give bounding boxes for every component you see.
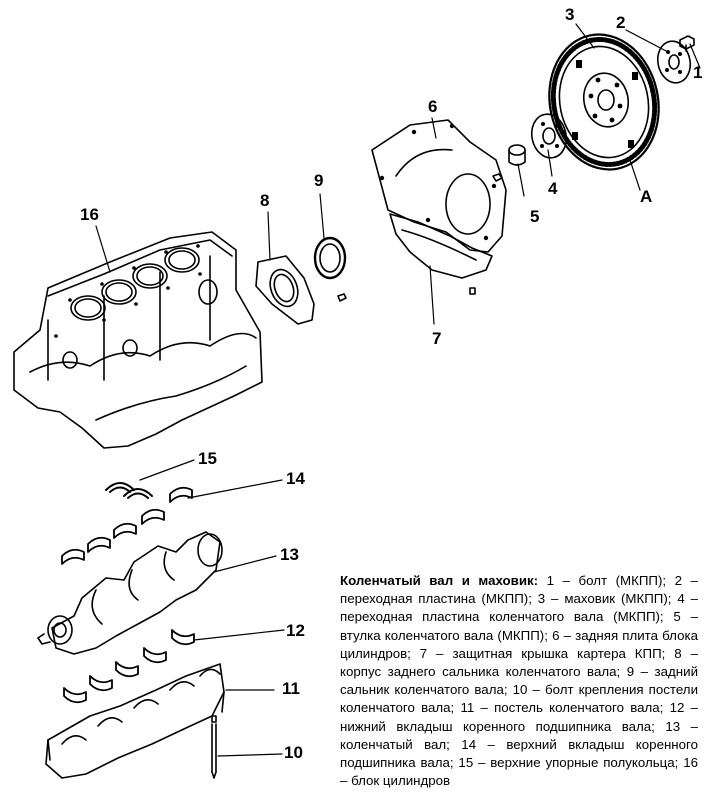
callout-15: 15 [198,449,217,468]
crankshaft [37,531,223,655]
callout-12: 12 [286,621,305,640]
leader-lines [95,23,701,757]
thrust-half-rings [105,482,153,499]
callout-2: 2 [616,13,626,32]
callout-4: 4 [548,179,558,198]
callout-13: 13 [280,545,299,564]
cylinder-block [13,231,263,449]
callout-11: 11 [282,679,300,698]
flywheel-bolt [679,35,695,52]
rear-oil-seal [313,236,347,280]
lower-bearing-shells [63,629,195,704]
adapter-plate [656,40,692,84]
callout-8: 8 [260,191,270,210]
transmission-cover [389,213,493,295]
callout-6: 6 [428,97,438,116]
caption-title: Коленчатый вал и маховик: [340,573,539,588]
seal-housing [255,255,347,325]
upper-bearing-shells [61,486,193,565]
figure-caption: Коленчатый вал и маховик: 1 – болт (МКПП… [340,572,698,790]
rear-plate [371,119,507,253]
bearing-cap-ladder [45,663,225,779]
caption-body: 1 – болт (МКПП); 2 – переходная пластина… [340,573,698,789]
callout-5: 5 [530,207,540,226]
crank-adapter-plate [530,113,568,159]
callout-A: A [640,187,653,206]
crank-bushing [508,144,526,166]
bearing-cap-bolt [211,715,217,779]
callout-7: 7 [432,329,442,348]
flywheel [548,33,660,171]
callout-1: 1 [693,63,703,82]
callout-16: 16 [80,205,99,224]
callout-3: 3 [565,5,575,24]
callout-14: 14 [286,469,305,488]
callout-10: 10 [284,743,303,762]
callout-9: 9 [314,171,324,190]
